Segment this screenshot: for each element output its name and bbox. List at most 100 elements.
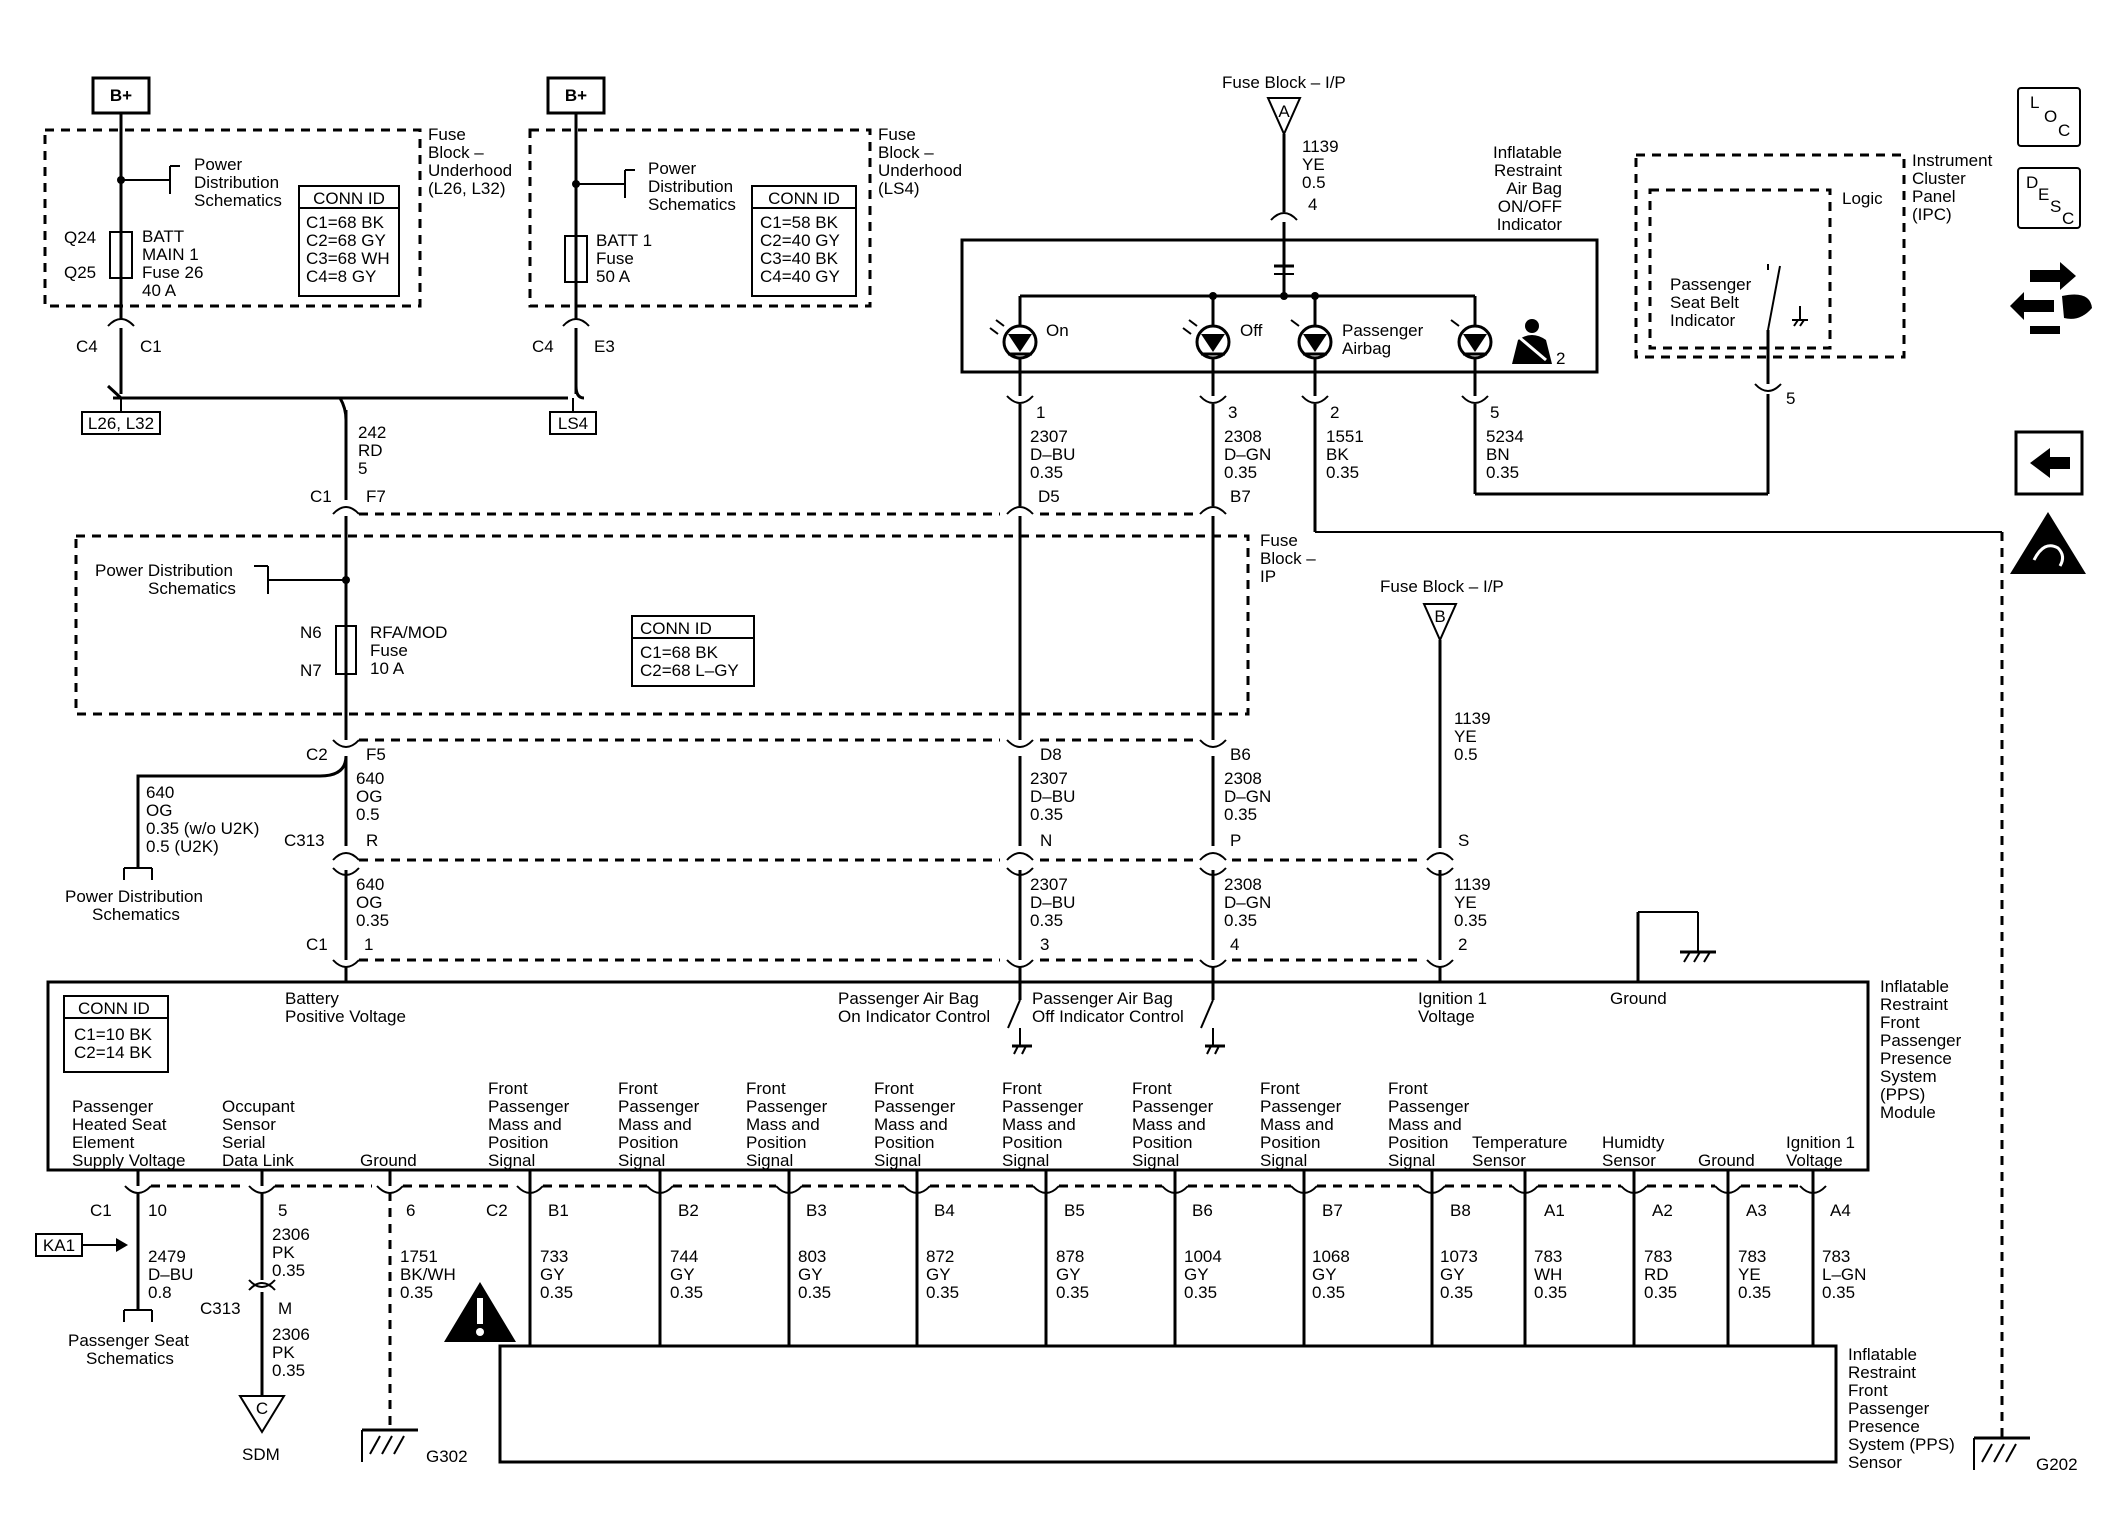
svg-text:D–BU: D–BU — [148, 1265, 193, 1284]
svg-text:Restraint: Restraint — [1848, 1363, 1916, 1382]
svg-text:0.35: 0.35 — [540, 1283, 573, 1302]
rfa-mod-fuse-label: RFA/MOD Fuse 10 A — [370, 623, 447, 678]
loc-icon[interactable]: L O C — [2017, 87, 2081, 147]
svg-text:C1: C1 — [306, 935, 328, 954]
wire-1139-label-top: 1139 YE 0.5 4 — [1302, 137, 1339, 214]
svg-text:Position: Position — [1388, 1133, 1448, 1152]
svg-text:0.35: 0.35 — [1030, 463, 1063, 482]
svg-text:C1: C1 — [90, 1201, 112, 1220]
svg-text:B8: B8 — [1450, 1201, 1471, 1220]
svg-text:Airbag: Airbag — [1342, 339, 1391, 358]
svg-text:Mass and: Mass and — [488, 1115, 562, 1134]
svg-text:D8: D8 — [1040, 745, 1062, 764]
svg-text:B+: B+ — [565, 86, 587, 105]
svg-text:0.35 (w/o U2K): 0.35 (w/o U2K) — [146, 819, 259, 838]
fuse-block-ip-box — [74, 534, 1250, 716]
svg-text:A4: A4 — [1830, 1201, 1851, 1220]
svg-text:C: C — [2058, 121, 2070, 140]
esd-warning-icon[interactable] — [2010, 512, 2086, 574]
desc-icon[interactable]: D E S C — [2017, 167, 2081, 229]
connector-tool-icon[interactable] — [2010, 262, 2092, 334]
svg-text:YE: YE — [1738, 1265, 1761, 1284]
svg-text:Instrument: Instrument — [1912, 151, 1993, 170]
svg-text:P: P — [1230, 831, 1241, 850]
svg-text:S: S — [1458, 831, 1469, 850]
ka1-tag: KA1 — [35, 1233, 83, 1257]
svg-text:F5: F5 — [366, 745, 386, 764]
svg-text:Passenger Seat: Passenger Seat — [68, 1331, 189, 1350]
svg-text:B3: B3 — [806, 1201, 827, 1220]
svg-text:(PPS): (PPS) — [1880, 1085, 1925, 1104]
label-ground-a3: Ground — [1698, 1151, 1755, 1170]
svg-text:Schematics: Schematics — [92, 905, 180, 924]
wire-242-label: 242 RD 5 — [358, 423, 386, 478]
svg-text:Logic: Logic — [1842, 189, 1883, 208]
svg-text:(L26, L32): (L26, L32) — [428, 179, 506, 198]
svg-text:Signal: Signal — [1132, 1151, 1179, 1170]
svg-text:803: 803 — [798, 1247, 826, 1266]
rfa-mod-fuse-symbol — [335, 625, 357, 675]
svg-text:Module: Module — [1880, 1103, 1936, 1122]
svg-text:C2=68 L–GY: C2=68 L–GY — [640, 661, 739, 680]
svg-text:5: 5 — [278, 1201, 287, 1220]
svg-text:Indicator: Indicator — [1670, 311, 1736, 330]
svg-text:RD: RD — [1644, 1265, 1669, 1284]
fuse-block-underhood-left-title: Fuse Block – Underhood (L26, L32) — [428, 125, 512, 198]
svg-text:E3: E3 — [594, 337, 615, 356]
svg-text:C3=68 WH: C3=68 WH — [306, 249, 390, 268]
svg-text:CONN ID: CONN ID — [78, 999, 150, 1018]
svg-text:Passenger: Passenger — [1848, 1399, 1930, 1418]
svg-text:Underhood: Underhood — [428, 161, 512, 180]
svg-text:Fuse: Fuse — [1260, 531, 1298, 550]
svg-text:BATT: BATT — [142, 227, 184, 246]
back-arrow-icon[interactable] — [2014, 430, 2084, 496]
svg-text:Passenger: Passenger — [1132, 1097, 1214, 1116]
sensor-wires — [528, 1170, 1815, 1346]
svg-text:Seat Belt: Seat Belt — [1670, 293, 1739, 312]
svg-text:Inflatable: Inflatable — [1493, 143, 1562, 162]
svg-text:Humidty: Humidty — [1602, 1133, 1665, 1152]
ground-g202 — [1973, 1436, 2030, 1470]
svg-text:Air Bag: Air Bag — [1506, 179, 1562, 198]
svg-text:Power Distribution: Power Distribution — [65, 887, 203, 906]
svg-text:Voltage: Voltage — [1418, 1007, 1475, 1026]
svg-text:M: M — [278, 1299, 292, 1318]
fuse-block-ip-label-b: Fuse Block – I/P — [1380, 577, 1504, 596]
svg-text:Indicator: Indicator — [1497, 215, 1563, 234]
svg-text:1: 1 — [1036, 403, 1045, 422]
svg-text:0.5: 0.5 — [1302, 173, 1326, 192]
svg-text:Position: Position — [1260, 1133, 1320, 1152]
svg-text:2479: 2479 — [148, 1247, 186, 1266]
svg-text:R: R — [366, 831, 378, 850]
svg-text:C2: C2 — [486, 1201, 508, 1220]
wire-2308-label-top: 2308 D–GN 0.35 — [1224, 427, 1271, 482]
indicator-num-2: 2 — [1556, 349, 1565, 368]
svg-text:0.5: 0.5 — [356, 805, 380, 824]
svg-text:0.8: 0.8 — [148, 1283, 172, 1302]
svg-text:5: 5 — [1490, 403, 1499, 422]
batt1-fuse-symbol — [564, 235, 588, 283]
caution-icon[interactable] — [444, 1282, 516, 1342]
svg-text:0.35: 0.35 — [670, 1283, 703, 1302]
power-distribution-label-ip: Power Distribution Schematics — [95, 561, 236, 598]
svg-text:C4=8 GY: C4=8 GY — [306, 267, 376, 286]
svg-text:1073: 1073 — [1440, 1247, 1478, 1266]
svg-text:0.35: 0.35 — [1644, 1283, 1677, 1302]
fuse-block-ip-b-triangle: B — [1422, 603, 1458, 643]
svg-text:1139: 1139 — [1454, 709, 1491, 728]
svg-text:Front: Front — [874, 1079, 914, 1098]
svg-text:0.35: 0.35 — [356, 911, 389, 930]
svg-text:872: 872 — [926, 1247, 954, 1266]
ipc-title: Instrument Cluster Panel (IPC) — [1912, 151, 1993, 224]
svg-text:242: 242 — [358, 423, 386, 442]
svg-text:0.35: 0.35 — [1534, 1283, 1567, 1302]
svg-text:C2=68 GY: C2=68 GY — [306, 231, 386, 250]
svg-text:Schematics: Schematics — [86, 1349, 174, 1368]
svg-text:B+: B+ — [110, 86, 132, 105]
